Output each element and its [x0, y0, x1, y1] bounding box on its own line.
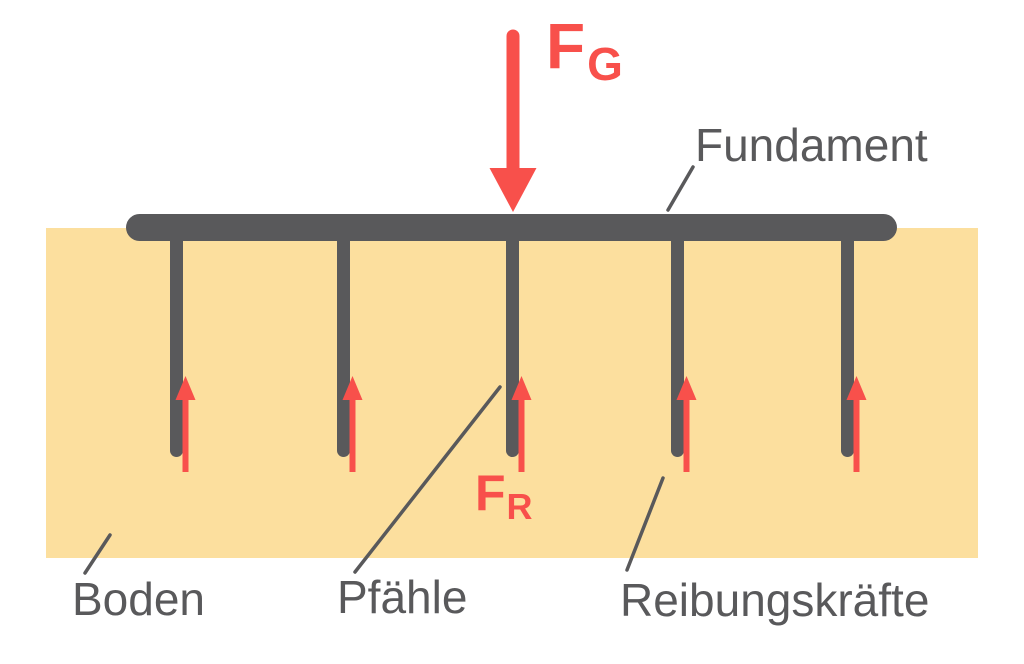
friction-force-arrow: [511, 376, 532, 472]
soil-leader-line: [83, 533, 112, 575]
friction-force-arrow: [175, 376, 196, 472]
gravity-force-arrow: [489, 29, 537, 212]
piles-leader-line: [353, 385, 502, 574]
friction-forces-label: Reibungskräfte: [620, 574, 930, 626]
pile: [337, 232, 350, 457]
pile: [170, 232, 183, 457]
foundation-label: Fundament: [695, 119, 928, 171]
foundation-leader-line: [666, 165, 695, 212]
piles-label: Pfähle: [337, 571, 468, 623]
gravity-force-label: F G: [546, 14, 623, 87]
pile: [671, 232, 684, 457]
friction-force-arrow: [846, 376, 867, 472]
friction-force-arrow: [342, 376, 363, 472]
force-subscript: G: [587, 38, 623, 90]
pile: [506, 232, 519, 457]
force-subscript: R: [506, 486, 533, 527]
pile: [841, 232, 854, 457]
force-symbol: F: [475, 465, 506, 521]
force-symbol: F: [546, 10, 586, 82]
friction-force-arrow: [676, 376, 697, 472]
friction-force-label: F R: [475, 468, 533, 525]
soil-label: Boden: [72, 573, 206, 625]
foundation-bar: [126, 214, 897, 241]
friction-leader-line: [625, 476, 665, 572]
